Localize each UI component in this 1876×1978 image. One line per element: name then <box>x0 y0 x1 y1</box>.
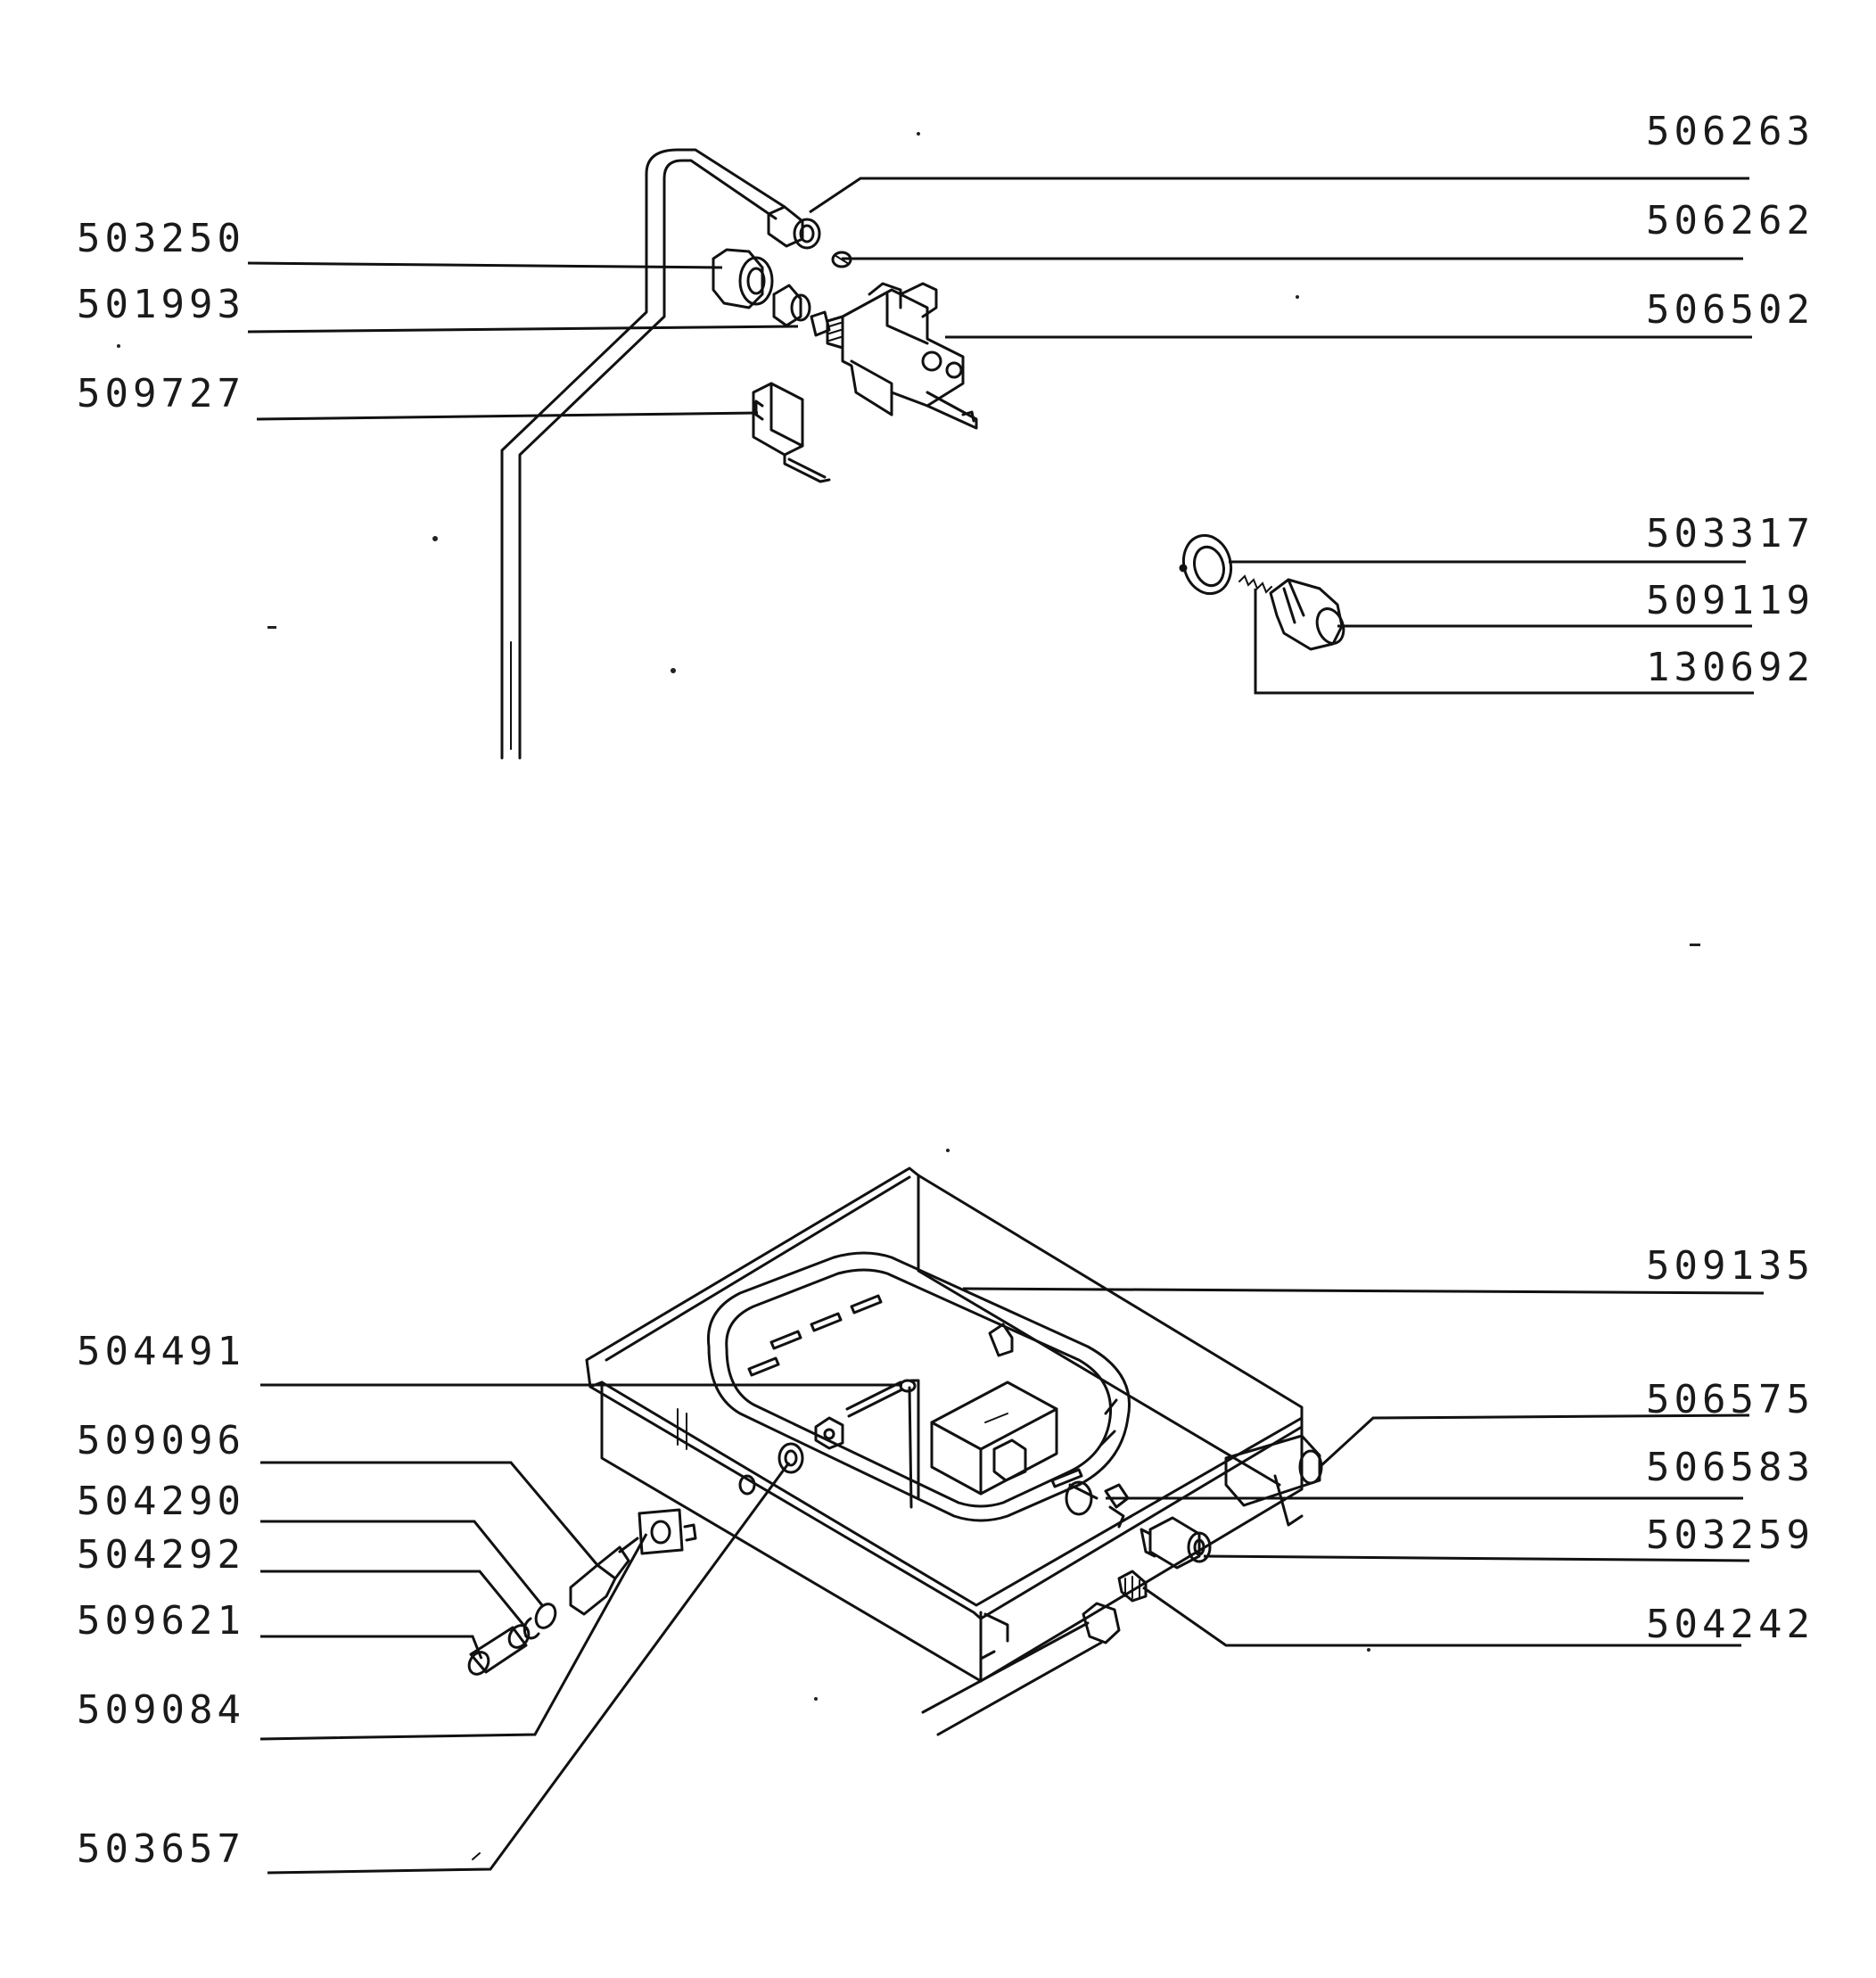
spring-130692 <box>1238 574 1272 594</box>
leader-130692 <box>1254 589 1754 695</box>
label-506262: 506262 <box>1646 198 1814 243</box>
leader-503259 <box>1203 1554 1750 1562</box>
leader-lines <box>247 177 1765 1875</box>
label-509135: 509135 <box>1646 1243 1814 1289</box>
olive-501993 <box>772 284 831 337</box>
label-504491: 504491 <box>77 1329 245 1374</box>
sleeve-509621 <box>467 1624 531 1676</box>
pipe-nut-506263 <box>767 205 821 250</box>
burner-injector-tube-506575 <box>1224 1434 1323 1527</box>
label-506502: 506502 <box>1646 287 1814 333</box>
leader-509135 <box>962 1287 1765 1295</box>
leader-509727 <box>256 411 759 421</box>
nozzle-504242 <box>1117 1570 1148 1603</box>
electrode-509096 <box>569 1537 639 1616</box>
label-504292: 504292 <box>77 1532 245 1578</box>
burner-tray-509135 <box>585 1166 1304 1683</box>
leader-509621 <box>260 1635 483 1660</box>
leader-504242 <box>1142 1586 1741 1647</box>
gas-tap-valve-506502 <box>826 282 978 430</box>
washer-504290 <box>534 1603 557 1629</box>
label-503317: 503317 <box>1646 511 1814 556</box>
leader-504292 <box>260 1570 530 1631</box>
mounting-plate-509084 <box>638 1508 697 1555</box>
leader-501993 <box>247 325 799 334</box>
leader-506263 <box>809 177 1749 214</box>
label-509084: 509084 <box>77 1687 245 1733</box>
tray-fitting-503657 <box>778 1442 804 1474</box>
nut-503250 <box>712 248 774 309</box>
leader-503657 <box>267 1462 791 1875</box>
gas-pipe <box>500 148 786 760</box>
injector-elbow-503259 <box>1140 1516 1212 1570</box>
label-506263: 506263 <box>1646 109 1814 154</box>
leader-506575 <box>1318 1413 1750 1469</box>
part-labels: 506263 506262 506502 503250 501993 50972… <box>77 109 1814 1872</box>
label-503657: 503657 <box>77 1826 245 1872</box>
label-509621: 509621 <box>77 1598 245 1644</box>
label-504290: 504290 <box>77 1479 245 1524</box>
circlip-504292 <box>522 1617 540 1640</box>
label-504242: 504242 <box>1646 1602 1814 1647</box>
label-503250: 503250 <box>77 216 245 261</box>
leader-509096 <box>260 1461 599 1566</box>
label-509096: 509096 <box>77 1418 245 1463</box>
thermocouple-504491 <box>814 1379 920 1509</box>
leader-503250 <box>247 261 723 269</box>
label-506583: 506583 <box>1646 1445 1814 1490</box>
leader-504290 <box>260 1520 544 1606</box>
label-501993: 501993 <box>77 282 245 327</box>
label-503259: 503259 <box>1646 1512 1814 1558</box>
burner-tube-end-506583 <box>1065 1480 1098 1516</box>
label-130692: 130692 <box>1646 645 1814 690</box>
label-509119: 509119 <box>1646 578 1814 623</box>
scan-specks <box>117 132 1700 1860</box>
label-509727: 509727 <box>77 371 245 416</box>
supply-pipe <box>921 1602 1121 1736</box>
oval-burner-ring <box>706 1251 1131 1522</box>
label-506575: 506575 <box>1646 1377 1814 1422</box>
control-knob-509119 <box>1269 578 1345 651</box>
knob-bezel-503317 <box>1179 533 1233 596</box>
tray-centre-bracket <box>930 1323 1058 1496</box>
leader-509084 <box>259 1533 648 1741</box>
microswitch-509727 <box>752 382 831 483</box>
